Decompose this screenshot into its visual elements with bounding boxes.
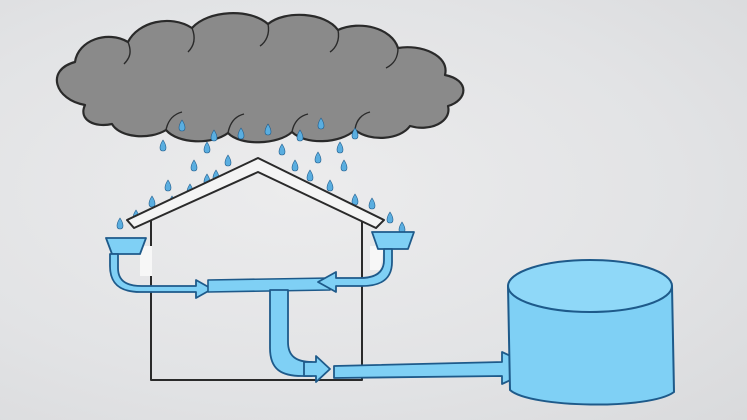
raindrop-icon [278,143,286,156]
pipe-arrow-small [303,355,331,383]
raindrop-icon [351,193,359,206]
pipe-left [109,253,213,299]
roof [126,157,385,229]
cloud-detail [165,111,183,131]
cloud-detail [354,111,371,131]
pipe-manifold-body [207,277,331,293]
house-walls [150,221,363,381]
raindrop-icon [386,211,394,224]
raindrop-icon [159,139,167,152]
cloud-detail [227,113,245,134]
rain-cloud-icon [55,12,465,144]
gutter-right [371,231,415,250]
cloud-detail [187,27,195,53]
house-icon [126,157,385,381]
raindrop-icon [336,141,344,154]
pipe-icon [105,231,537,385]
raindrop-icon [368,197,376,210]
pipe-to-tank [333,351,537,385]
downspout-left [140,246,152,276]
raindrop-icon [314,151,322,164]
raindrop-icon [210,129,218,142]
raindrop-icon [190,159,198,172]
tank-body [507,285,675,406]
raindrop-icon [224,154,232,167]
cloud-detail [329,29,340,53]
cloud-detail [291,113,309,133]
cloud-detail [259,23,270,47]
raindrop-icon [351,127,359,140]
tank-top [507,259,673,313]
raindrop-icon [237,127,245,140]
raindrop-icon [296,129,304,142]
raindrop-icon [340,159,348,172]
gutter-left [105,237,147,255]
raindrop-icon [164,179,172,192]
raindrop-icon [326,179,334,192]
raindrop-icon [178,119,186,132]
cloud-detail [123,41,131,65]
downspout-right [370,246,384,270]
raindrop-icon [306,169,314,182]
cloud-shape [55,12,465,144]
storage-tank-icon [507,259,675,406]
raindrop-icon [148,195,156,208]
raindrop-icon [291,159,299,172]
raindrop-icon [116,217,124,230]
raindrop-icon [264,123,272,136]
raindrop-icon [317,117,325,130]
cloud-detail [385,47,399,69]
pipe-right [317,248,393,293]
raindrop-icon [203,141,211,154]
